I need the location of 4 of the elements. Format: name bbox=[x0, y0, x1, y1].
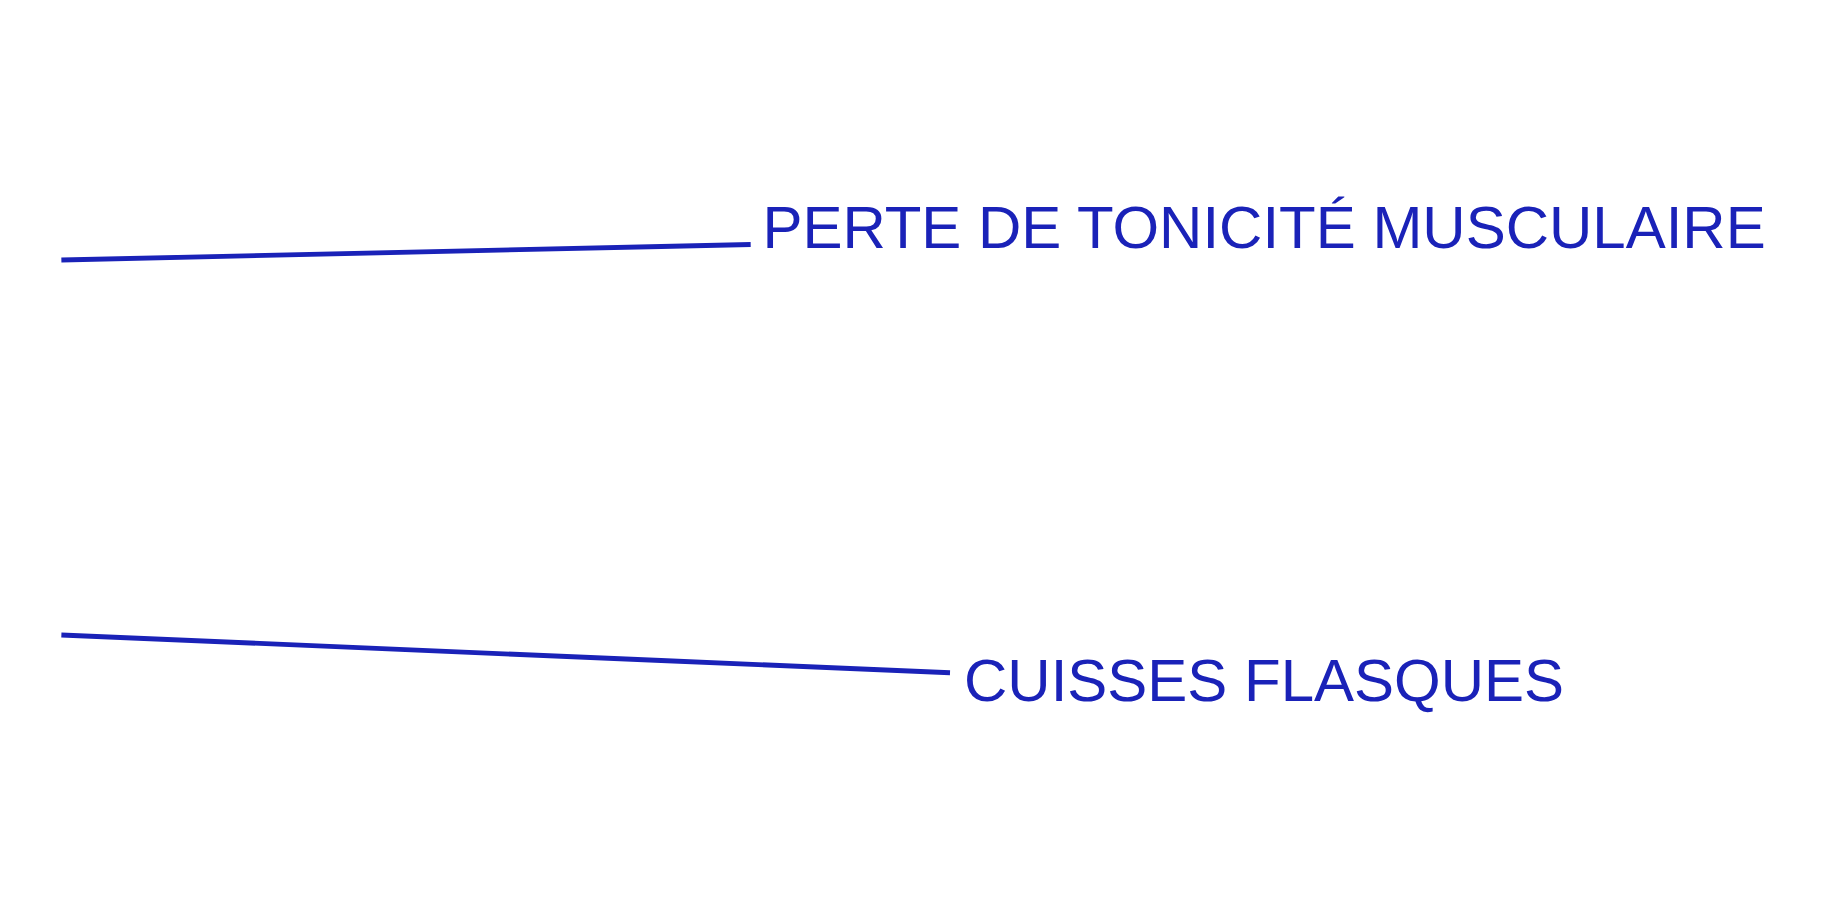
node-text: CUISSES FLASQUES bbox=[964, 646, 1565, 714]
connector bbox=[61, 242, 751, 263]
connector bbox=[61, 632, 951, 676]
node-text: PERTE DE TONICITÉ MUSCULAIRE bbox=[762, 194, 1766, 262]
